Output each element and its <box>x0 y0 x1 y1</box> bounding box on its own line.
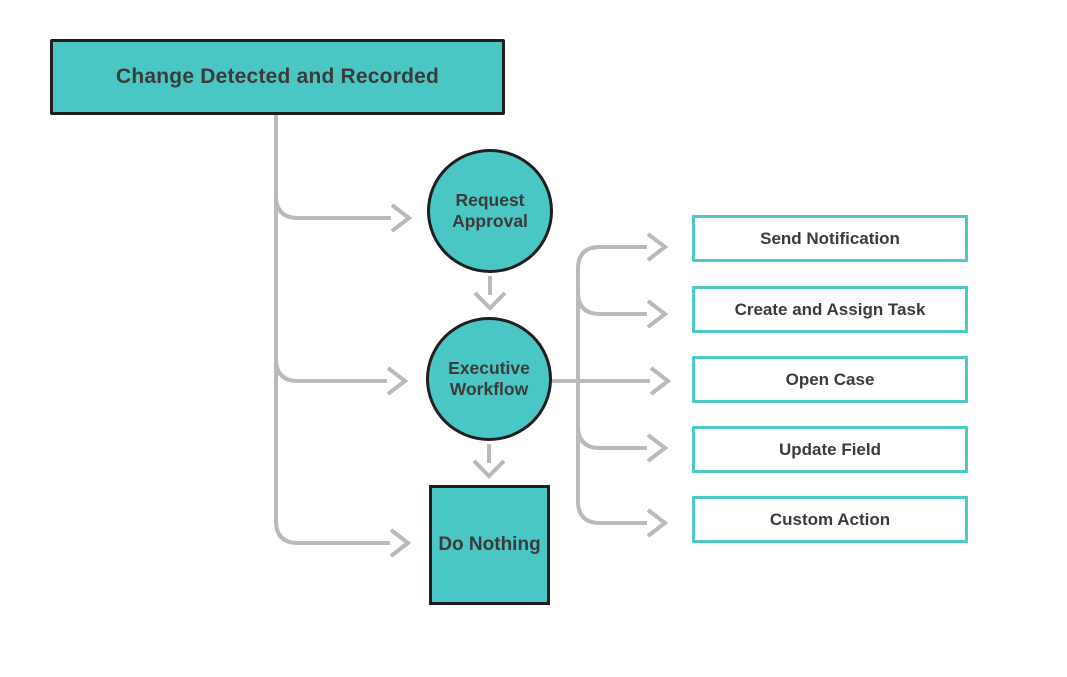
node-request-approval: Request Approval <box>427 149 553 273</box>
connector-source-to-do-nothing <box>274 115 412 558</box>
node-update-field-label: Update Field <box>778 439 881 459</box>
node-send-notification: Send Notification <box>692 215 968 262</box>
node-create-assign-task: Create and Assign Task <box>692 286 968 333</box>
connector-source-to-request-approval <box>274 195 413 233</box>
connector-executive-to-send-notification <box>576 232 669 381</box>
node-create-assign-task-label: Create and Assign Task <box>734 299 926 319</box>
node-request-approval-label: Request Approval <box>452 189 528 231</box>
connector-executive-to-custom-action <box>576 381 669 538</box>
node-send-notification-label: Send Notification <box>760 228 900 248</box>
connector-executive-workflow-to-do-nothing <box>472 444 506 479</box>
connector-executive-to-open-case <box>552 366 672 396</box>
node-do-nothing-label: Do Nothing <box>438 534 541 555</box>
node-executive-workflow-label: Executive Workflow <box>448 357 530 399</box>
connector-executive-to-update-field <box>576 425 669 463</box>
node-do-nothing: Do Nothing <box>429 485 550 605</box>
node-custom-action-label: Custom Action <box>769 509 891 529</box>
connector-executive-to-create-assign-task <box>576 291 669 329</box>
node-open-case-label: Open Case <box>785 369 875 389</box>
node-change-detected-label: Change Detected and Recorded <box>116 65 439 88</box>
connector-request-approval-to-executive-workflow <box>473 276 507 311</box>
node-custom-action: Custom Action <box>692 496 968 543</box>
node-change-detected: Change Detected and Recorded <box>50 39 505 115</box>
connector-source-to-executive-workflow <box>274 358 409 396</box>
node-update-field: Update Field <box>692 426 968 473</box>
node-open-case: Open Case <box>692 356 968 403</box>
node-executive-workflow: Executive Workflow <box>426 317 552 441</box>
